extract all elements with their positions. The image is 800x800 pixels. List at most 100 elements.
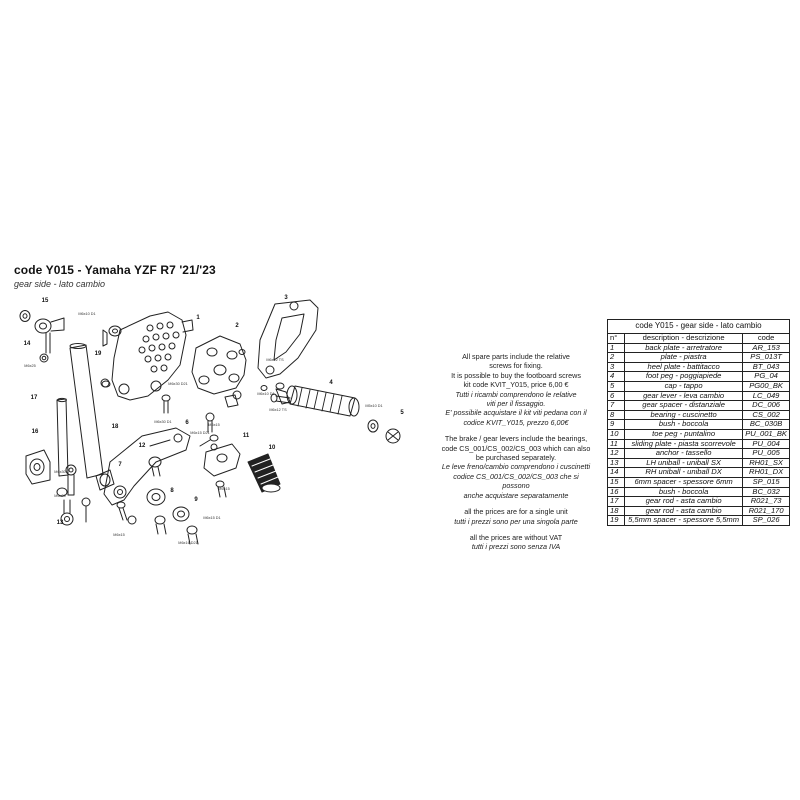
part-code-cell: PU_005	[742, 448, 790, 459]
part-description-cell: back plate - arretratore	[623, 342, 744, 354]
part-description-cell: RH uniball - uniball DX	[623, 467, 744, 478]
part-label: 5	[400, 410, 404, 416]
notes-spacer	[440, 500, 592, 507]
part-label: 3	[284, 295, 288, 301]
part-number-cell: 1	[607, 342, 625, 354]
page-title: code Y015 - Yamaha YZF R7 '21/'23	[14, 263, 216, 277]
part-number-cell: 18	[607, 505, 625, 517]
note-line: E' possibile acquistare il kit viti peda…	[445, 408, 587, 418]
part-code-cell: LC_049	[742, 390, 790, 402]
part-code-cell: R021_73	[742, 496, 790, 507]
note-line: code CS_001/CS_002/CS_003 which can also	[441, 443, 591, 453]
part-description-cell: bush - boccola	[623, 486, 744, 498]
note-line: all the prices are without VAT	[469, 532, 563, 542]
part-code-cell: PG00_BK	[742, 380, 790, 392]
part-code-cell: DC_006	[742, 400, 790, 411]
part-label: 16	[32, 429, 39, 435]
part-code-cell: AR_153	[742, 342, 790, 354]
part-description-cell: cap - tappo	[623, 380, 744, 392]
part-number-cell: 11	[607, 438, 625, 450]
part-gear-lever-6	[103, 427, 191, 506]
part-sliding-plate-11	[199, 434, 241, 498]
part-code-cell: PS_013T	[742, 352, 790, 363]
part-code-cell: RH01_SX	[742, 457, 790, 469]
note-line: kit code KVIT_Y015, price 6,00 €	[463, 380, 569, 390]
part-spacer-19	[108, 325, 171, 414]
table-title-row: code Y015 - gear side - lato cambio	[607, 319, 790, 334]
screw-label: M6x20	[54, 494, 65, 498]
note-line: anche acquistare separatamente	[463, 490, 569, 500]
page-subtitle: gear side - lato cambio	[14, 279, 106, 289]
part-description-cell: foot peg - poggiapiede	[623, 371, 744, 382]
part-number-cell: 10	[607, 428, 625, 440]
part-code-cell: PU_004	[742, 438, 790, 450]
part-label: 19	[95, 351, 102, 357]
part-number-cell: 19	[607, 515, 625, 526]
table-title: code Y015 - gear side - lato cambio	[607, 319, 790, 334]
part-number-cell: 3	[607, 361, 625, 373]
part-label: 17	[31, 395, 38, 401]
part-number-cell: 6	[607, 390, 625, 402]
part-number-cell: 16	[607, 486, 625, 498]
part-code-cell: CS_002	[742, 409, 790, 421]
note-line: be purchased separately.	[475, 453, 557, 463]
note-line: All spare parts include the relative	[462, 352, 570, 361]
part-number-cell: 5	[607, 380, 625, 392]
screw-label: M6x15	[208, 423, 219, 427]
part-label: 12	[139, 443, 146, 449]
part-back-plate-1	[111, 311, 194, 401]
parts-table: code Y015 - gear side - lato cambio n° d…	[607, 319, 790, 526]
part-plate-2	[191, 335, 247, 408]
screw-label: M6x15	[218, 487, 229, 491]
note-line: Tutti i ricambi comprendono le relative	[455, 389, 577, 399]
part-heel-plate-3	[257, 299, 319, 405]
notes-spacer	[440, 427, 592, 434]
screw-label: M6x12 TS	[269, 408, 287, 412]
part-spacer-15	[19, 310, 65, 363]
screw-label: M6x15 D21	[190, 431, 209, 435]
part-code-cell: PG_04	[742, 371, 790, 382]
part-gear-spacer-7	[81, 469, 137, 525]
screw-label: M6x10 D1	[78, 312, 95, 316]
part-label: 7	[118, 462, 122, 468]
part-label: 10	[269, 445, 276, 451]
part-description-cell: gear rod - asta cambio	[623, 496, 744, 507]
part-label: 6	[185, 420, 189, 426]
note-line: viti per il fissaggio.	[486, 399, 546, 409]
note-line: tutti i prezzi sono senza IVA	[471, 542, 561, 552]
column-header-number: n°	[607, 333, 625, 344]
part-description-cell: 6mm spacer - spessore 6mm	[623, 476, 744, 488]
part-number-cell: 2	[607, 352, 625, 363]
screw-label: M6x16 D21	[178, 541, 197, 545]
screw-label: M5x10 D1	[365, 404, 382, 408]
part-code-cell: PU_001_BK	[742, 428, 790, 440]
part-code-cell: BC_032	[742, 486, 790, 498]
screw-label: M6x30	[54, 470, 65, 474]
part-description-cell: gear lever - leva cambio	[623, 390, 744, 402]
screw-label: M6x12 TS	[266, 358, 284, 362]
note-line: screws for fixing.	[489, 361, 543, 371]
screw-label: M6x15 D1	[203, 516, 220, 520]
part-label: 15	[42, 298, 49, 304]
part-cap-5	[367, 419, 401, 444]
notes-spacer	[440, 526, 592, 533]
note-line: Le leve freno/cambio comprendono i cusci…	[441, 462, 591, 472]
part-anchor-12	[148, 412, 218, 477]
screw-label: M6x25	[24, 364, 35, 368]
screw-label: M6x30 D1	[154, 420, 171, 424]
part-number-cell: 8	[607, 409, 625, 421]
part-number-cell: 7	[607, 400, 625, 411]
column-header-code: code	[742, 333, 790, 344]
part-toe-peg-10	[247, 453, 281, 493]
